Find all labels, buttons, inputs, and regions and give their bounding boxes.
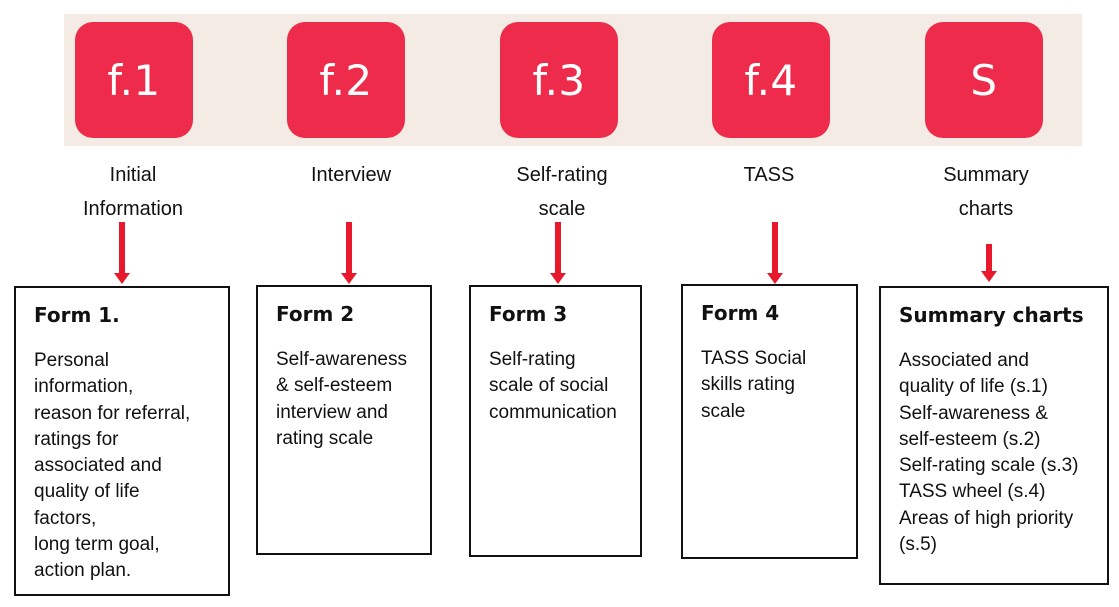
form-1-description: Personal information, reason for referra…: [34, 348, 228, 585]
form-1-title: Form 1.: [34, 303, 120, 327]
description-line: action plan.: [34, 560, 132, 582]
description-line: factors,: [34, 507, 97, 529]
summary-charts-description: Associated and quality of life (s.1) Sel…: [899, 348, 1107, 558]
form-3-description: Self-rating scale of social communicatio…: [489, 347, 640, 426]
description-line: rating scale: [276, 427, 374, 449]
caption-line: Interview: [310, 164, 392, 186]
summary-charts-title: Summary charts: [899, 303, 1084, 327]
arrow-down-icon: [550, 222, 566, 284]
description-line: & self-esteem: [276, 375, 393, 397]
summary-charts-box: Summary charts Associated and quality of…: [879, 286, 1109, 585]
description-line: Self-rating: [489, 349, 576, 370]
caption-initial-information: Initial Information: [53, 158, 213, 226]
description-line: TASS wheel (s.4): [899, 481, 1046, 503]
description-line: Areas of high priority: [899, 507, 1074, 529]
description-line: communication: [489, 401, 617, 423]
caption-line: Information: [82, 198, 184, 220]
description-line: self-esteem (s.2): [899, 428, 1041, 450]
description-line: skills rating: [701, 374, 795, 396]
arrow-down-icon: [341, 222, 357, 284]
tile-f1: f.1: [75, 22, 193, 138]
description-line: quality of life (s.1): [899, 376, 1048, 398]
description-line: long term goal,: [34, 534, 160, 556]
tile-summary: S: [925, 22, 1043, 138]
form-4-description: TASS Social skills rating scale: [701, 346, 856, 425]
form-3-box: Form 3 Self-rating scale of social commu…: [469, 285, 642, 557]
caption-line: Self-rating: [516, 164, 608, 186]
caption-line: TASS: [743, 164, 795, 186]
caption-interview: Interview: [271, 158, 431, 192]
form-3-title: Form 3: [489, 302, 568, 326]
description-line: ratings for: [34, 428, 119, 450]
form-2-title: Form 2: [276, 302, 355, 326]
arrow-down-icon: [767, 222, 783, 284]
tile-f4: f.4: [712, 22, 830, 138]
form-2-box: Form 2 Self-awareness & self-esteem inte…: [256, 285, 432, 555]
caption-summary-charts: Summary charts: [906, 158, 1066, 226]
form-4-title: Form 4: [701, 301, 780, 325]
form-2-description: Self-awareness & self-esteem interview a…: [276, 347, 430, 452]
arrow-down-icon: [114, 222, 130, 284]
tile-f2: f.2: [287, 22, 405, 138]
description-line: Associated and: [899, 350, 1029, 371]
description-line: TASS Social: [701, 348, 807, 369]
form-1-box: Form 1. Personal information, reason for…: [14, 286, 230, 596]
caption-line: charts: [958, 198, 1014, 220]
form-4-box: Form 4 TASS Social skills rating scale: [681, 284, 858, 559]
arrow-down-icon: [981, 244, 997, 282]
description-line: scale of social: [489, 375, 609, 397]
description-line: scale: [701, 400, 746, 422]
description-line: quality of life: [34, 481, 140, 503]
description-line: interview and: [276, 401, 388, 423]
description-line: reason for referral,: [34, 402, 191, 424]
description-line: Personal: [34, 350, 109, 371]
caption-self-rating-scale: Self-rating scale: [482, 158, 642, 226]
description-line: (s.5): [899, 534, 937, 556]
description-line: associated and: [34, 455, 162, 477]
description-line: Self-rating scale (s.3): [899, 455, 1079, 477]
tile-f3: f.3: [500, 22, 618, 138]
caption-tass: TASS: [689, 158, 849, 192]
caption-line: Summary: [943, 164, 1029, 186]
description-line: Self-awareness &: [899, 402, 1048, 424]
description-line: information,: [34, 376, 134, 398]
caption-line: scale: [538, 198, 586, 220]
caption-line: Initial: [109, 164, 157, 186]
description-line: Self-awareness: [276, 349, 407, 370]
